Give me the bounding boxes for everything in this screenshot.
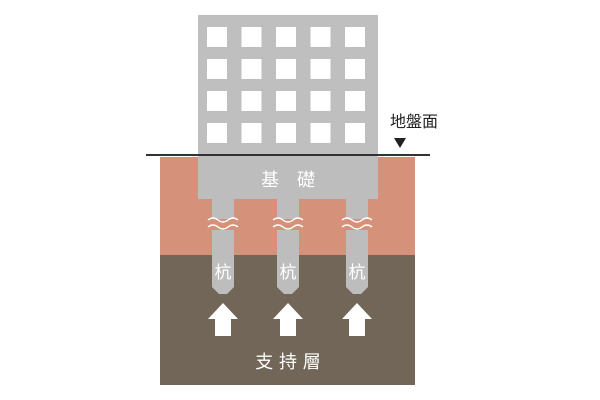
wavy-break-icon bbox=[341, 217, 373, 223]
wavy-break-icon bbox=[341, 224, 373, 230]
wavy-break-icon bbox=[207, 224, 239, 230]
foundation-label: 基 礎 bbox=[261, 170, 315, 191]
pile: 杭 bbox=[272, 197, 304, 336]
up-arrow-icon bbox=[342, 303, 372, 336]
pile-upper-shaft bbox=[212, 197, 234, 219]
wavy-break-icon bbox=[272, 217, 304, 223]
window bbox=[310, 59, 331, 79]
bearing-layer-label: 支 持 層 bbox=[255, 352, 320, 373]
up-arrow-icon bbox=[273, 303, 303, 336]
window bbox=[207, 59, 227, 79]
window bbox=[276, 123, 296, 143]
pile-upper-shaft bbox=[277, 197, 299, 219]
window bbox=[345, 27, 365, 47]
pile-label: 杭 bbox=[215, 263, 232, 283]
ground-surface-label: 地盤面 bbox=[390, 112, 438, 131]
foundation-slab bbox=[198, 157, 378, 199]
window bbox=[345, 91, 365, 111]
window bbox=[207, 123, 227, 143]
window bbox=[310, 123, 331, 143]
building bbox=[198, 15, 378, 157]
pile-upper-shaft bbox=[346, 197, 368, 219]
window bbox=[241, 59, 262, 79]
window bbox=[276, 91, 296, 111]
down-triangle-icon bbox=[394, 138, 406, 148]
window bbox=[345, 123, 365, 143]
piles: 杭杭杭 bbox=[207, 197, 373, 336]
window bbox=[310, 91, 331, 111]
window bbox=[310, 27, 331, 47]
pile-label: 杭 bbox=[280, 263, 297, 283]
window bbox=[207, 91, 227, 111]
window bbox=[241, 27, 262, 47]
pile-label: 杭 bbox=[349, 263, 366, 283]
pile-lower-shaft bbox=[346, 230, 368, 294]
window bbox=[276, 59, 296, 79]
up-arrow-icon bbox=[208, 303, 238, 336]
pile-lower-shaft bbox=[212, 230, 234, 294]
window bbox=[345, 59, 365, 79]
wavy-break-icon bbox=[272, 224, 304, 230]
pile: 杭 bbox=[341, 197, 373, 336]
window bbox=[276, 27, 296, 47]
window bbox=[241, 123, 262, 143]
window bbox=[207, 27, 227, 47]
building-windows bbox=[207, 27, 365, 143]
pile-lower-shaft bbox=[277, 230, 299, 294]
pile: 杭 bbox=[207, 197, 239, 336]
wavy-break-icon bbox=[207, 217, 239, 223]
window bbox=[241, 91, 262, 111]
